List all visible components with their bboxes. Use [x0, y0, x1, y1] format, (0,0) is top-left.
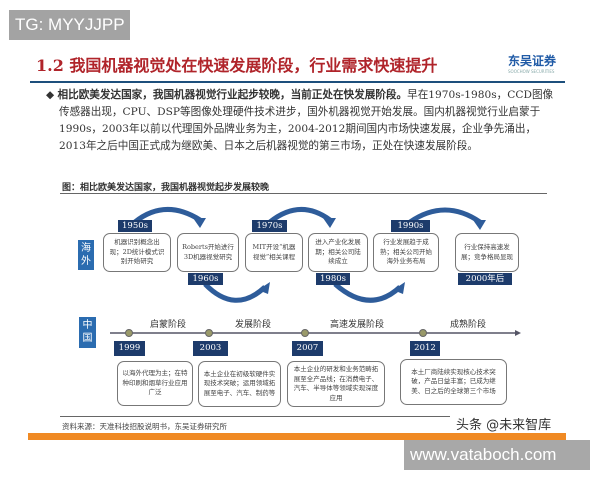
stage-label: 启蒙阶段: [150, 320, 187, 330]
source-note: 资料来源：天准科技招股说明书，东吴证券研究所: [62, 422, 227, 431]
arrow-head: [193, 218, 206, 228]
china-box: 本土厂商陆续实现核心技术突破，产品日益丰富；已成为继美、日之后的全球第三个市场: [400, 359, 507, 405]
overseas-box: 行业发展趋于成熟；相关公司开始海外业务布局: [373, 233, 439, 272]
figure-caption: 图：相比欧美发达国家，我国机器视觉起步发展较晚: [62, 183, 270, 193]
year-label: 1999: [114, 341, 145, 356]
timeline-dot: [205, 329, 213, 337]
year-label: 1980s: [316, 273, 350, 285]
china-box: 本土企业在初级软硬件实现技术突破；运用领域拓展至电子、汽车、制药等: [198, 361, 281, 407]
arc-arrow: [408, 207, 482, 225]
caption-divider: [60, 193, 547, 194]
overseas-box: Roberts开始进行3D机器视觉研究: [177, 233, 239, 272]
year-label: 1950s: [118, 220, 152, 232]
year-label: 2003: [193, 341, 228, 356]
footer-bar: [28, 433, 566, 440]
source-divider: [60, 416, 450, 417]
arc-arrow: [133, 207, 202, 224]
overseas-box: MIT开设“机器视觉”相关课程: [245, 233, 303, 272]
year-label: 1960s: [188, 273, 223, 285]
title-divider: [30, 81, 565, 83]
china-tag: 中国: [79, 317, 96, 348]
bullet-paragraph: ◆ 相比欧美发达国家，我国机器视觉行业起步较晚，当前正处在快发展阶段。早在197…: [46, 89, 554, 152]
arrow-head: [393, 282, 405, 294]
overseas-box: 进入产业化发展期；相关公司陆续成立: [308, 233, 368, 272]
china-box: 本土企业的研发和业务范畴拓展至全产品线；在消费电子、汽车、半导体等领域实现深度应…: [287, 361, 385, 407]
year-label: 2007: [292, 341, 323, 356]
stage-label: 成熟阶段: [450, 320, 487, 330]
arrow-head: [323, 218, 336, 228]
stage-label: 高速发展阶段: [330, 320, 385, 330]
stage-label: 发展阶段: [235, 320, 272, 330]
arrow-head: [258, 282, 270, 294]
arc-arrow: [268, 207, 332, 224]
overseas-tag: 海外: [78, 240, 94, 270]
arc-arrow: [203, 282, 267, 303]
timeline-dot: [301, 329, 309, 337]
site-url-overlay: www.vataboch.com: [404, 440, 590, 470]
timeline-arrow-head: [515, 330, 521, 336]
arrow-head: [473, 220, 486, 230]
year-label: 2012: [410, 341, 440, 356]
slide-title: 1.2 我国机器视觉处在快速发展阶段，行业需求快速提升: [36, 56, 438, 75]
year-label: 1970s: [252, 220, 287, 232]
overseas-box: 行业保持高速发展；竞争格局显现: [455, 233, 519, 272]
year-label: 1990s: [391, 220, 430, 232]
timeline-dot: [125, 329, 133, 337]
timeline-dot: [419, 329, 427, 337]
year-label: 2000年后: [458, 273, 512, 285]
overseas-box: 机器识别概念出现；2D统计模式识别开始研究: [103, 233, 171, 272]
arc-arrow: [333, 282, 402, 303]
china-box: 以海外代理为主；在特种印刷和烟草行业应用广泛: [117, 361, 193, 406]
overlay-tag: TG: MYYJJPP: [9, 10, 130, 40]
watermark: 头条 @未来智库: [456, 418, 552, 433]
